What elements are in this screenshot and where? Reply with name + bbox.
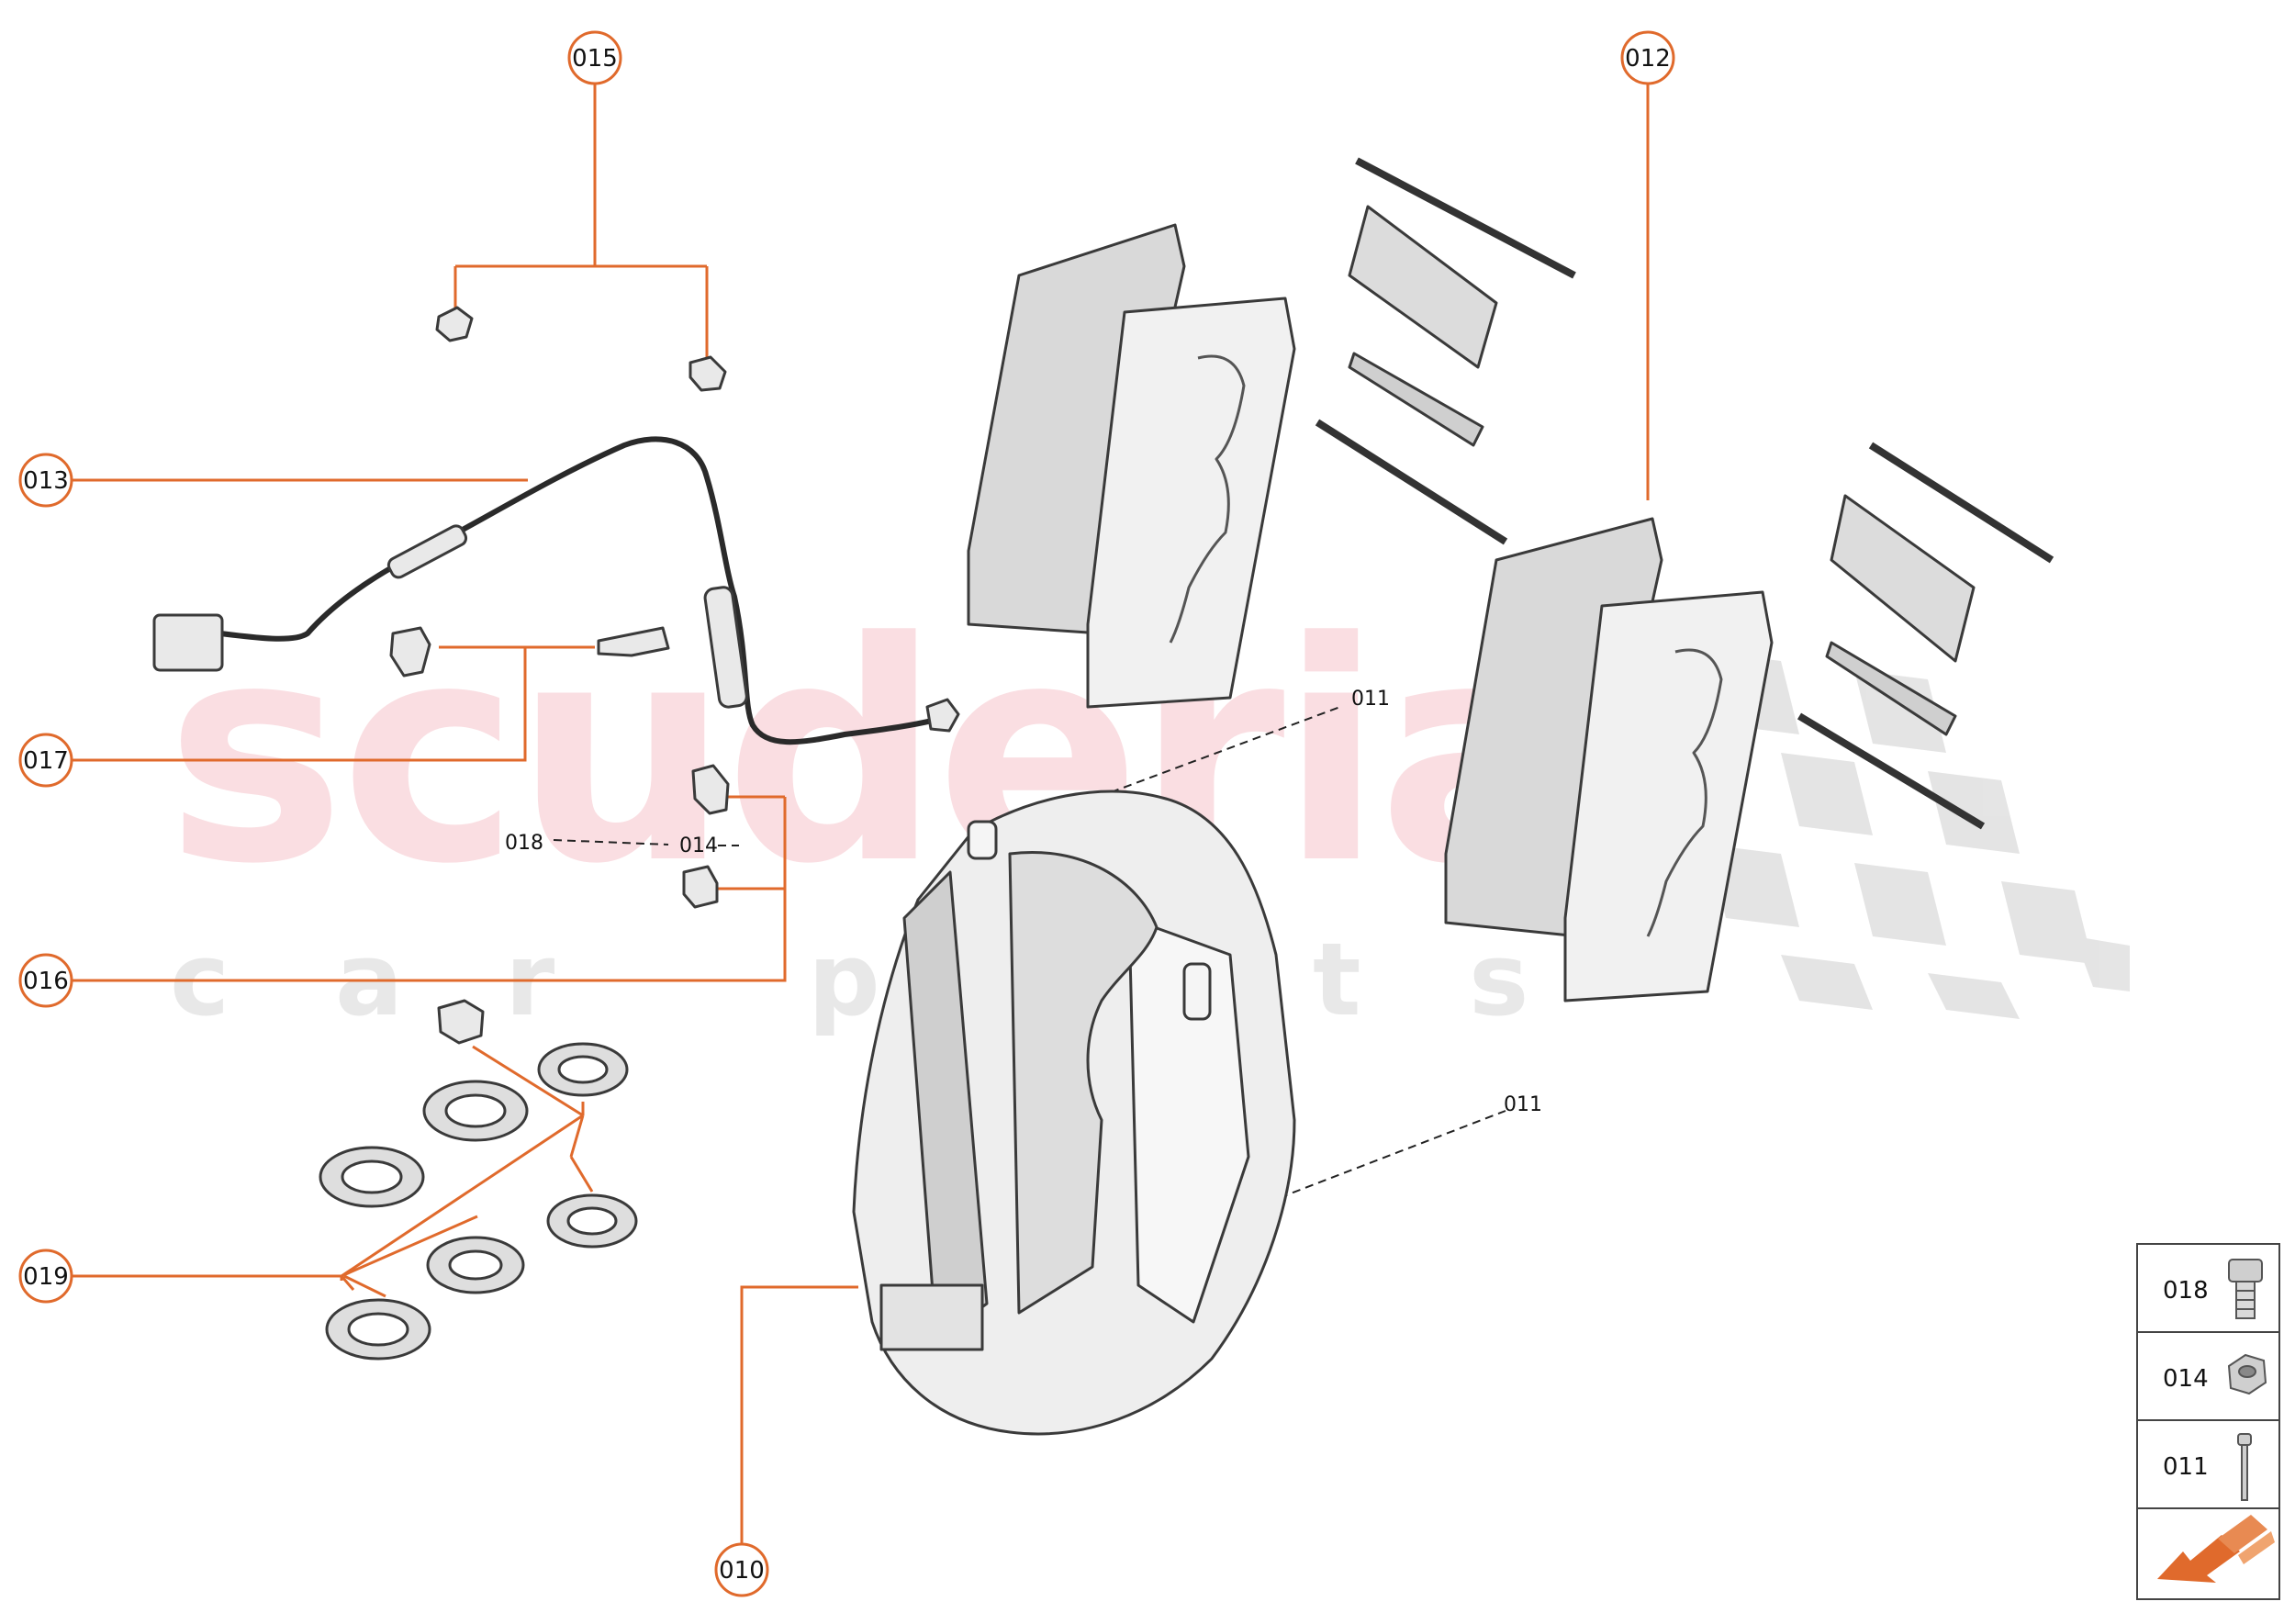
pad-spring-rail xyxy=(1825,641,1957,736)
watermark-brand: scuderia xyxy=(165,577,1577,930)
sensor-connector xyxy=(152,613,224,672)
watermark-letter: p xyxy=(808,921,880,1038)
leader-016 xyxy=(69,795,787,982)
caliper-bolt xyxy=(967,820,998,860)
svg-text:014: 014 xyxy=(2163,1365,2209,1393)
brake-pad-set-lower[interactable] xyxy=(1444,442,2054,1002)
clip-015-right[interactable] xyxy=(688,355,727,392)
svg-text:019: 019 xyxy=(23,1263,69,1291)
watermark: scuderia c a r p a r t s xyxy=(165,577,2130,1038)
brake-pad-set-upper[interactable] xyxy=(967,157,1576,709)
bleed-screw xyxy=(1182,962,1212,1021)
bolt-icon xyxy=(2228,1259,2263,1319)
pin-icon xyxy=(2237,1433,2252,1501)
dashed-011-lower xyxy=(1266,1110,1506,1204)
label-011-upper[interactable]: 011 xyxy=(1351,688,1390,711)
watermark-letter: t xyxy=(1313,921,1361,1038)
svg-text:011: 011 xyxy=(2163,1453,2209,1481)
callout-010[interactable]: 010 xyxy=(714,1542,769,1597)
pad-pin xyxy=(1868,442,2054,564)
svg-text:018: 018 xyxy=(2163,1277,2209,1305)
label-018[interactable]: 018 xyxy=(505,832,543,855)
clip-017-left[interactable] xyxy=(389,626,431,678)
leader-010 xyxy=(740,1285,858,1551)
svg-text:015: 015 xyxy=(572,45,618,73)
nut-icon xyxy=(2227,1353,2267,1395)
inline-labels: 011 011 018 014 xyxy=(505,688,1542,1116)
brake-caliper-010[interactable] xyxy=(852,790,1296,1436)
sensor-sleeve xyxy=(703,586,748,709)
legend-row-018[interactable]: 018 xyxy=(2163,1259,2263,1319)
pad-spring-rail xyxy=(1348,352,1484,447)
svg-text:013: 013 xyxy=(23,467,69,495)
callout-019[interactable]: 019 xyxy=(18,1249,73,1304)
leader-017 xyxy=(69,645,595,762)
pad-pin xyxy=(1355,157,1576,279)
callouts: 015 012 013 017 016 019 010 xyxy=(18,30,1675,1597)
leader-015 xyxy=(453,83,709,367)
parts xyxy=(152,157,2054,1436)
callout-016[interactable]: 016 xyxy=(18,953,73,1008)
svg-text:010: 010 xyxy=(719,1557,765,1585)
orange-arrow-icon[interactable] xyxy=(2157,1515,2275,1583)
callout-017[interactable]: 017 xyxy=(18,733,73,788)
svg-text:012: 012 xyxy=(1625,45,1671,73)
wear-sensor-cable[interactable] xyxy=(152,436,960,745)
callout-015[interactable]: 015 xyxy=(567,30,622,85)
label-011-lower[interactable]: 011 xyxy=(1504,1093,1542,1116)
clip-017-right[interactable] xyxy=(597,626,670,657)
label-014[interactable]: 014 xyxy=(679,834,718,857)
pad-pin xyxy=(1797,712,1986,830)
clip-015-left[interactable] xyxy=(435,306,474,342)
leader-019-b xyxy=(340,1215,478,1291)
watermark-letter: s xyxy=(1469,921,1528,1038)
caliper-mount xyxy=(879,1283,984,1351)
bleed-nipple-016[interactable] xyxy=(682,865,719,909)
legend-row-011[interactable]: 011 xyxy=(2163,1433,2252,1501)
sensor-tip xyxy=(925,698,960,733)
legend-row-014[interactable]: 014 xyxy=(2163,1353,2267,1395)
svg-text:017: 017 xyxy=(23,747,69,775)
pad-pin xyxy=(1315,419,1508,545)
dashed-leaders xyxy=(553,706,1506,1204)
banjo-bolt-019[interactable] xyxy=(437,999,485,1045)
seal-rings-019[interactable] xyxy=(319,1042,638,1361)
leader-lines xyxy=(69,83,1650,1551)
cable-sleeve xyxy=(386,524,468,579)
pad-spring xyxy=(1348,205,1498,369)
legend: 018 014 011 xyxy=(2136,1243,2280,1600)
callout-012[interactable]: 012 xyxy=(1620,30,1675,85)
pad-spring xyxy=(1830,494,1976,663)
svg-text:016: 016 xyxy=(23,968,69,995)
dashed-018 xyxy=(553,839,669,846)
callout-013[interactable]: 013 xyxy=(18,453,73,508)
bleed-bracket-016[interactable] xyxy=(691,764,730,815)
